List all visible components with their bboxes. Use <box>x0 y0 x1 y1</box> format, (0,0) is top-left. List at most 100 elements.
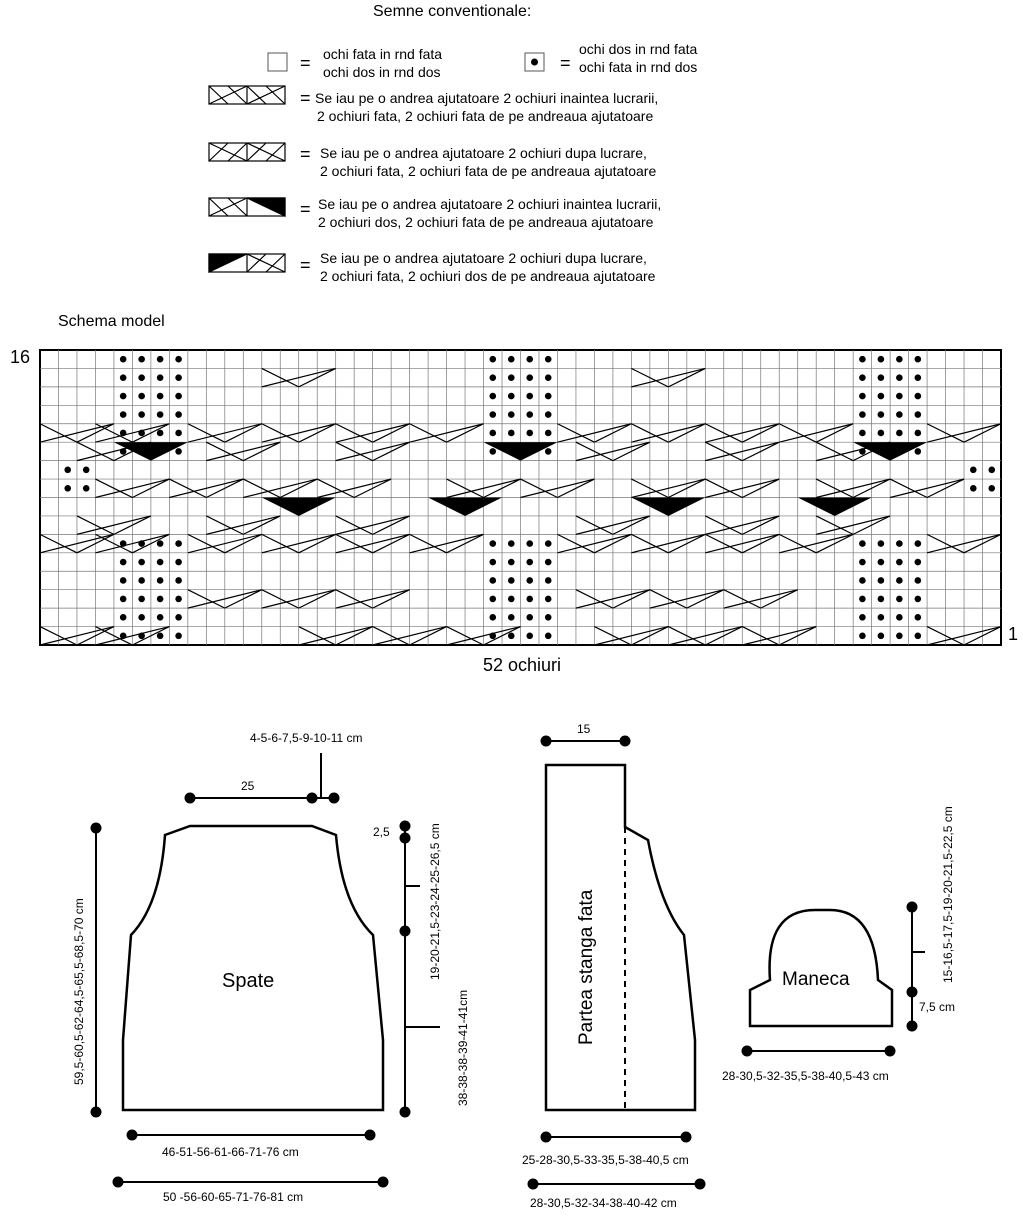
purl-dot <box>489 429 497 437</box>
legend-text: ochi dos in rnd dos <box>323 64 441 80</box>
spate-label: Spate <box>222 970 275 992</box>
cable-cross <box>335 423 410 443</box>
cable-cross <box>723 589 798 609</box>
cable-cross <box>575 441 651 462</box>
cable-cross <box>446 625 521 646</box>
purl-dot <box>175 558 182 566</box>
purl-dot <box>156 355 164 363</box>
cable-cross <box>335 533 410 554</box>
cable-purl-triangle <box>483 442 558 461</box>
purl-dot <box>489 595 497 603</box>
purl-dot <box>896 374 903 381</box>
cable-cross <box>631 533 706 554</box>
front-outline <box>544 763 697 1112</box>
purl-dot <box>138 577 145 584</box>
purl-dot <box>914 411 922 418</box>
purl-dot <box>914 392 922 400</box>
legend-text: ochi fata in rnd fata <box>323 46 443 62</box>
legend-text: 2 ochiuri dos, 2 ochiuri fata de pe andr… <box>318 214 654 230</box>
cable-cross <box>206 441 281 462</box>
cable-purl-triangle <box>853 442 928 461</box>
purl-dot <box>896 411 903 418</box>
chart-stitch-count: 52 ochiuri <box>483 655 562 675</box>
purl-dot <box>507 392 515 400</box>
purl-dot <box>914 614 922 621</box>
purl-dot <box>877 429 885 437</box>
purl-dot <box>544 355 552 363</box>
cable-cross <box>316 478 392 499</box>
cable-cross <box>705 423 780 443</box>
legend-item-2: ochi dos in rnd fata ochi fata in rnd do… <box>579 40 697 76</box>
legend-item-1: ochi fata in rnd fata ochi dos in rnd do… <box>323 45 442 81</box>
purl-dot <box>489 577 497 584</box>
purl-dot <box>988 484 996 492</box>
cable-cross <box>95 478 170 499</box>
purl-dot <box>988 466 996 474</box>
purl-dot <box>156 374 164 381</box>
purl-dot <box>156 558 164 566</box>
sleeve-width-measure: 28-30,5-32-35,5-38-40,5-43 cm <box>722 1069 889 1083</box>
purl-dot <box>138 374 145 381</box>
purl-dot <box>526 429 534 437</box>
spate-width-hip: 50 -56-60-65-71-76-81 cm <box>163 1190 304 1204</box>
cable-purl-triangle <box>113 442 188 461</box>
cable-cross <box>649 589 725 609</box>
cable-cross <box>557 423 632 443</box>
cable-cross <box>631 423 706 443</box>
purl-dot <box>877 540 885 547</box>
legend-equals: = <box>300 255 311 275</box>
cable-cross <box>668 625 743 646</box>
purl-dot <box>896 540 903 547</box>
purl-dot <box>489 614 497 621</box>
chart-title: Schema model <box>58 313 165 330</box>
chart-row-bottom-label: 1 <box>1008 624 1019 644</box>
purl-dot <box>507 632 515 640</box>
spate-shoulder-measure: 25 <box>241 779 255 793</box>
empty-square-icon <box>267 52 288 72</box>
legend-text: Se iau pe o andrea ajutatoare 2 ochiuri … <box>318 196 662 212</box>
purl-dot <box>507 540 515 547</box>
legend-text: Se iau pe o andrea ajutatoare 2 ochiuri … <box>320 250 647 266</box>
purl-dot <box>859 392 866 400</box>
purl-dot <box>896 355 903 363</box>
purl-dot <box>138 411 145 418</box>
purl-dot <box>507 411 515 418</box>
purl-dot <box>914 577 922 584</box>
cable-cross <box>261 367 336 388</box>
purl-dot <box>507 595 515 603</box>
purl-dot <box>119 392 127 400</box>
purl-dot <box>156 595 164 603</box>
cable-cross <box>446 478 521 499</box>
purl-dot <box>175 355 182 363</box>
purl-dot <box>544 595 552 603</box>
cable-cross <box>95 625 170 646</box>
purl-dot <box>544 540 552 547</box>
purl-dot <box>544 558 552 566</box>
purl-dot <box>64 484 72 492</box>
purl-dot <box>896 577 903 584</box>
purl-dot <box>507 558 515 566</box>
cable-front-purl-icon <box>208 197 286 217</box>
spate-neck-measure: 4-5-6-7,5-9-10-11 cm <box>250 731 363 745</box>
purl-dot <box>859 411 866 418</box>
sleeve-outline <box>748 908 894 1028</box>
cable-cross <box>705 533 780 554</box>
purl-dot <box>859 577 866 584</box>
purl-dot <box>156 540 164 547</box>
purl-dot <box>489 448 497 455</box>
front-band-measure: 15 <box>577 722 591 736</box>
cable-cross <box>778 423 854 443</box>
sleeve-cap-measure: 15-16,5-17,5-19-20-21,5-22,5 cm <box>941 806 955 983</box>
purl-dot <box>896 632 903 640</box>
legend-text: ochi dos in rnd fata <box>579 41 698 57</box>
cable-cross <box>187 589 263 609</box>
cable-cross <box>261 533 336 554</box>
legend-item-4: Se iau pe o andrea ajutatoare 2 ochiuri … <box>320 144 656 180</box>
purl-dot <box>877 632 885 640</box>
purl-dot <box>877 614 885 621</box>
purl-dot <box>175 595 182 603</box>
purl-dot <box>859 614 866 621</box>
cable-cross <box>889 478 965 499</box>
cable-cross <box>594 625 669 646</box>
purl-dot <box>969 484 977 492</box>
